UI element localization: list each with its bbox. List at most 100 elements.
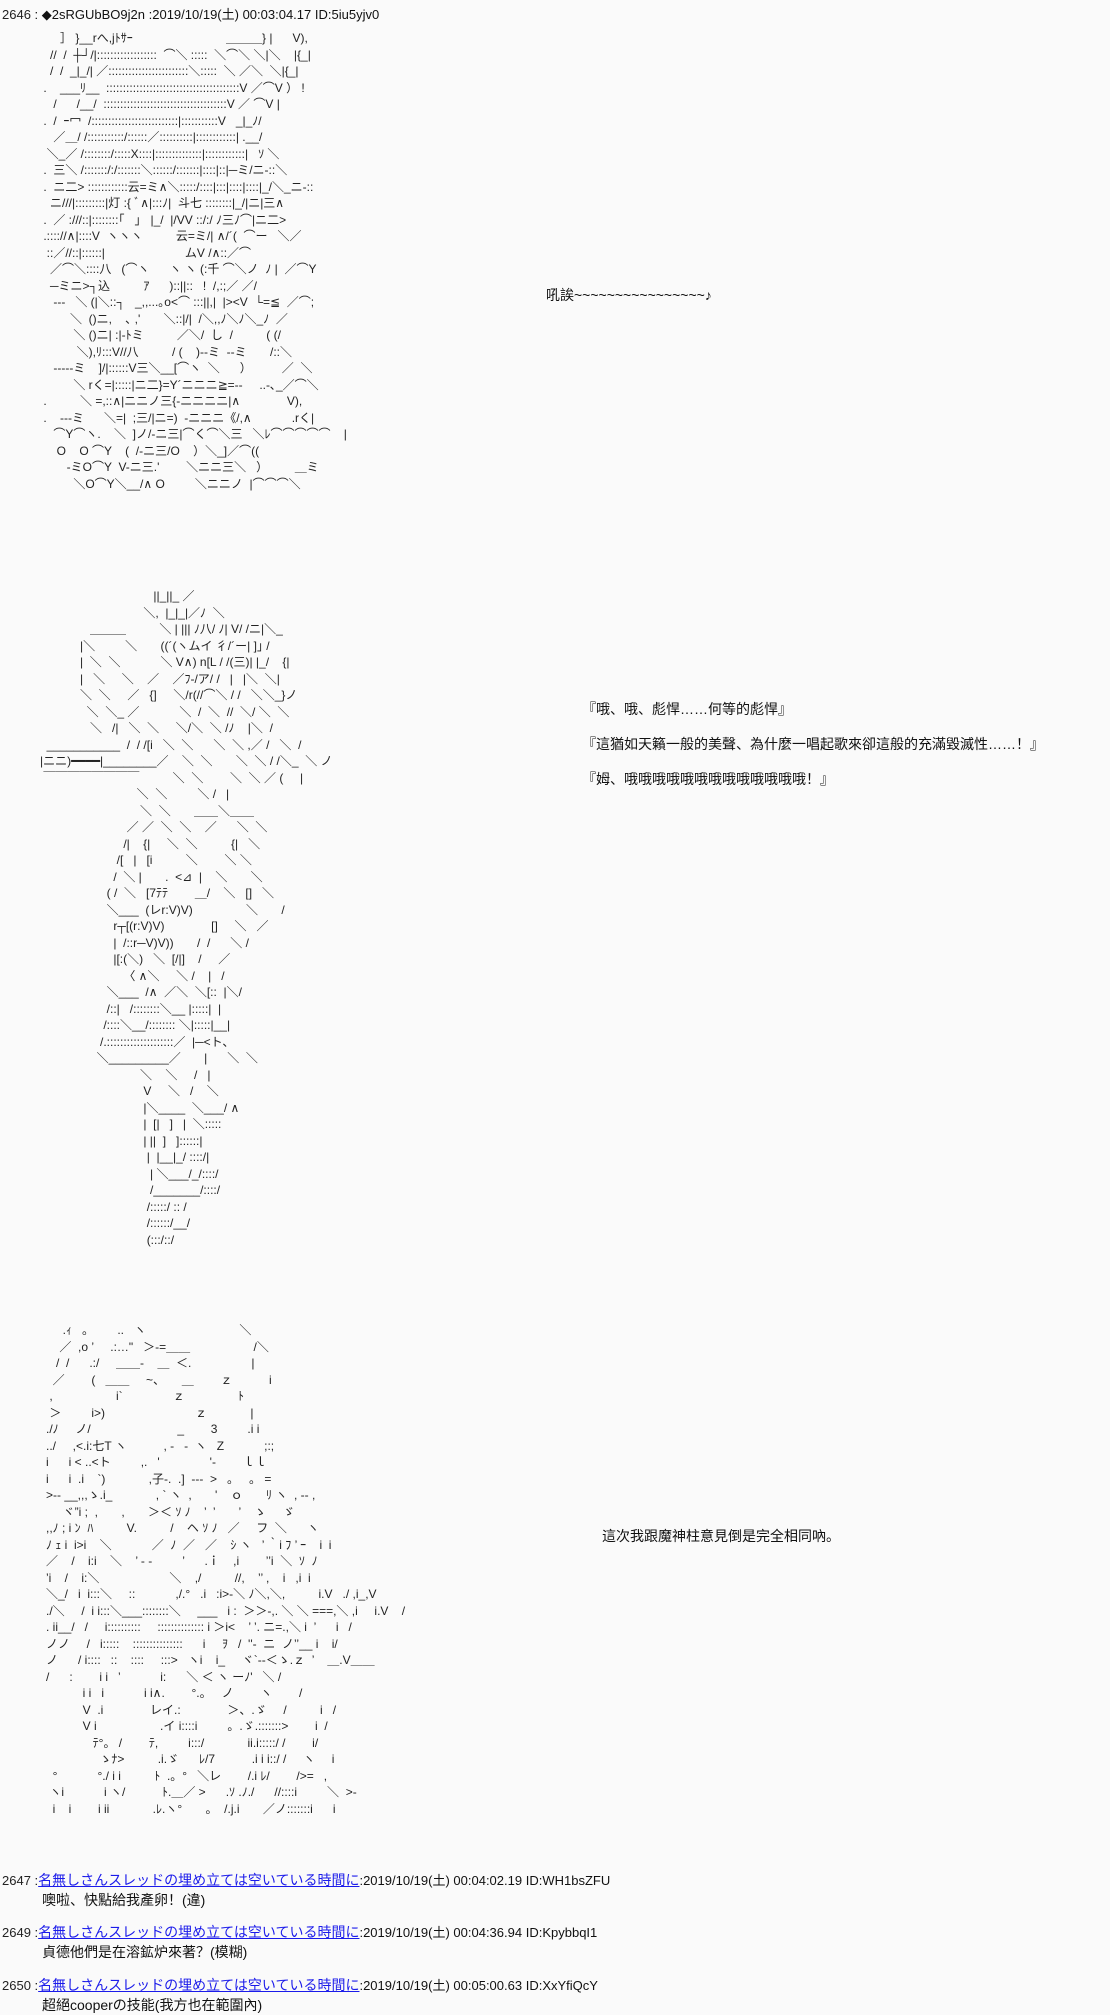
ascii-art-line: ヽi i ヽ/ ﾄ.＿／ > .ｿ .ﾉ./ //::::i ＼ >- xyxy=(36,1785,357,1799)
ascii-art-line: | [| ] | ＼::::: xyxy=(40,1117,222,1131)
poster-name-link[interactable]: 名無しさんスレッドの埋め立ては空いている時間に xyxy=(38,1872,360,1888)
post-date: :2019/10/19(土) 00:03:04.17 xyxy=(148,7,312,22)
ascii-art-line: ＼_/ i i:::＼ :: ,/.° .i :i>-＼ ﾉ＼,＼, i.V .… xyxy=(36,1587,377,1601)
ascii-art-line: ’i / i:＼ ＼ ,/ //, ’’ , i ,i i xyxy=(36,1570,311,1585)
ascii-art-line: /::::＼__/:::::::: ＼|:::::|__| xyxy=(40,1018,231,1032)
ascii-art-line: // / ┼┘/|:::::::::::::::::: ⌒＼ ::::: ＼⌒＼… xyxy=(40,47,311,62)
post-2650: 2650 :名無しさんスレッドの埋め立ては空いている時間に:2019/10/19… xyxy=(2,1975,598,2015)
post-number: 2650 xyxy=(2,1978,31,1993)
ascii-art-line: . ___ﾘ__ :::::::::::::::::::::::::::::::… xyxy=(40,80,305,95)
post-body: 貞德他們是在溶鉱炉來著？(模糊) xyxy=(42,1944,248,1960)
poster-name-link[interactable]: 名無しさんスレッドの埋め立ては空いている時間に xyxy=(38,1924,360,1940)
ascii-art-line: ＼_／ /::::::::/:::::X::::|::::::::::::::|… xyxy=(40,146,280,161)
ascii-art-line: . / ｰ冖 /::::::::::::::::::::::::::|:::::… xyxy=(40,113,262,128)
ascii-art-line: ﾃ°。 / ﾃ, i:::/ ii.i:::::/ / i/ xyxy=(36,1735,319,1750)
ascii-art-line: | ＼___/_/::::/ xyxy=(40,1166,219,1181)
ascii-art-line: r┬[(r:V)V) [] ＼ ／ xyxy=(40,919,269,933)
ascii-art-line: |ニニ)━━━━|________／ ＼ ＼ ＼ ＼ / /＼_ ＼ ノ xyxy=(40,754,333,768)
ascii-art-line: ＼ ＼ ＼ / | xyxy=(40,787,230,801)
ascii-art-line: ＼ ＼_ ／ ＼ / ＼ // ＼/ ＼ ＼ xyxy=(40,704,290,719)
post-number: 2649 xyxy=(2,1925,31,1940)
post-number: 2646 xyxy=(2,7,31,22)
ascii-art-line: ／⌒＼::::八 (⌒ヽ ヽ ヽ (:千 ⌒＼ノ ﾉ | ／⌒Y xyxy=(40,262,317,276)
post-number: 2647 xyxy=(2,1873,31,1888)
post-id: ID:5iu5yjv0 xyxy=(314,7,380,22)
ascii-art-line: ./＼ / i i:::＼___::::::::＼ ___ i : ＞＞-,. … xyxy=(36,1603,406,1618)
ascii-art-line: 〈 ∧＼ ＼ / | / xyxy=(40,968,225,983)
ascii-art-line: ＼O⌒Y＼__/∧ O ＼ニニノ |⌒⌒⌒＼ xyxy=(40,476,301,491)
ascii-art-line: ( / ＼ [7ﾃﾃ ＿/ ＼ [] ＼ xyxy=(40,886,275,900)
ascii-art-line: (:::/::/ xyxy=(40,1232,175,1247)
ascii-art-line: --- ＼ (|＼::┐ _,,...｡o<⌒ :::||,| |><V └=≦… xyxy=(40,295,315,309)
ascii-art-line: ゝﾅ> .i.ゞ ﾚ/7 .i i i::/ / ヽ i xyxy=(36,1752,335,1766)
ascii-art-line: V ＼ / ＼ xyxy=(40,1084,219,1098)
ascii-art-line: >-- __,,,ゝ.i_ , ` ヽ , ' ｏ ﾘ ヽ , -- , xyxy=(36,1488,316,1502)
post-body: 超絕cooperの技能(我方也在範圍內) xyxy=(42,1997,263,2013)
separator: : xyxy=(30,1873,39,1888)
ascii-art-scene-1: ］ }__rへ,jﾄｻｰ ＿＿＿} | V), // / ┼┘/|:::::::… xyxy=(40,30,347,492)
dialogue-line: 『這猶如天籟一般的美聲、為什麼一唱起歌來卻這般的充滿毀滅性……！』 xyxy=(582,736,1044,752)
ascii-art-line: . 三＼ /:::::::/:/:::::::＼::::::/:::::::|:… xyxy=(40,163,288,177)
post-date: :2019/10/19(土) 00:04:02.19 xyxy=(359,1873,523,1888)
ascii-art-line: ＿＿＿ ＼ | ||| ﾉ八/ ﾉ| V/ /ニ|＼_ xyxy=(40,622,283,636)
ascii-art-line: | || ] ]::::::| xyxy=(40,1133,203,1148)
ascii-art-line: -----ミ ]/|::::::V三＼__[⌒ヽ ＼ ） ／ ＼ xyxy=(40,361,313,375)
ascii-art-line: |＼____ ＼___/ ∧ xyxy=(40,1100,240,1115)
separator: : xyxy=(30,7,39,22)
poster-name-link[interactable]: 名無しさんスレッドの埋め立ては空いている時間に xyxy=(38,1977,360,1993)
ascii-art-line: . ＼ =,::∧|ニニノ三{-ニニニニ|∧ V), xyxy=(40,394,303,408)
ascii-art-line: ／＿/ /:::::::::::/::::::／::::::::::|:::::… xyxy=(40,130,263,144)
ascii-art-line: |＼ ＼ ((´(ヽムイ 彳/´ー| ]｣ / xyxy=(40,638,270,653)
ascii-art-line: | ＼ ＼ ＼ V∧) n[L / /(三)| |_/ {| xyxy=(40,655,290,669)
ascii-art-line: / / .:/ ＿＿- ＿ ＜. | xyxy=(36,1356,255,1370)
ascii-art-line: i i < ..<ト ,. ' '- ｌｌ xyxy=(36,1455,267,1469)
post-2649: 2649 :名無しさんスレッドの埋め立ては空いている時間に:2019/10/19… xyxy=(2,1922,597,1962)
ascii-art-line: .ｨ 。 .. ヽ ＼ xyxy=(36,1323,252,1337)
ascii-art-line: ° °./ i i ﾄ .。° ＼レ /.i ﾚ/ />= , xyxy=(36,1768,328,1783)
ascii-art-scene-3: .ｨ 。 .. ヽ ＼ ／ ,o ’ .:…" ＞-=＿＿ /＼ / / .:/… xyxy=(36,1322,405,1817)
ascii-art-line: ＼_________／ | ＼ ＼ xyxy=(40,1051,258,1065)
ascii-art-line: ||_||_ ／ xyxy=(40,589,195,603)
ascii-art-line: . ／ :///::|::::::::｢ ｣ |_/ |/VV ::/:/ ﾉ三… xyxy=(40,212,287,227)
ascii-art-line: ___________ / / /[i ＼ ＼ ＼ ＼ ,／ / ＼ / xyxy=(40,737,302,752)
ascii-art-line: ─ミニ>┐込 ｱ )::||:: ! /,:;／ ／/ xyxy=(40,278,257,293)
ascii-art-line: /[ | [i ＼ ＼ ＼ xyxy=(40,853,252,867)
ascii-art-line: . ---ミ ＼=| ;三/|ニ=) -ニニニ《/,∧ .rく| xyxy=(40,410,315,425)
ascii-art-line: ＼___ (レr:V)V) ＼ / xyxy=(40,902,285,917)
ascii-art-line: ./ﾉ ノ/ _ 3 .i i xyxy=(36,1422,260,1436)
dialogue-line: 『哦、哦、彪悍……何等的彪悍』 xyxy=(582,701,792,717)
ascii-art-line: ／ ,o ’ .:…" ＞-=＿＿ /＼ xyxy=(36,1339,269,1354)
ascii-art-line: /_______/::::/ xyxy=(40,1183,221,1197)
ascii-art-line: . ニ二> ::::::::::::云=ミ∧＼:::::/::::|:::|::… xyxy=(40,179,314,194)
ascii-art-line: ⌒Y⌒ヽ. ＼ ]ノ/-ニ三|⌒く⌒＼三 ＼ﾚ⌒⌒⌒⌒⌒ | xyxy=(40,427,347,441)
post-id: ID:KpybbqI1 xyxy=(525,1925,598,1940)
dialogue-line: 這次我跟魔神柱意見倒是完全相同吶。 xyxy=(602,1528,840,1544)
post-date: :2019/10/19(土) 00:04:36.94 xyxy=(359,1925,523,1940)
ascii-art-line: ノノ / i::::: ::::::::::::::: i ｦ / ''- ニ … xyxy=(36,1636,338,1651)
ascii-art-line: ＞ i>) ｚ | xyxy=(36,1405,254,1420)
poster-trip: ◆2sRGUbBO9j2n xyxy=(41,7,145,22)
ascii-art-line: -ミO⌒Y V-ニ三.' ＼ニニ三＼ ） ＿ミ xyxy=(40,460,319,474)
ascii-art-line: ＼),ﾘ:::V//八 / ( )--ミ --ミ /::＼ xyxy=(40,344,293,359)
ascii-art-line: / : i i ’ i: ＼ ＜ ヽ ーﾉ' ＼ / xyxy=(36,1669,282,1684)
ascii-art-line: O O ⌒Y ( /-ニ三/O ）＼_]／⌒(( xyxy=(40,443,260,458)
ascii-art-line: / ＼ | . <⊿ | ＼ ＼ xyxy=(40,869,263,884)
ascii-art-line: ＼ /| ＼ ＼ ＼/＼ ＼ /ﾉ |＼ / xyxy=(40,721,273,735)
ascii-art-line: ヾ”i ; , , ＞＜ ｿ ﾉ ’ ’ ’ ゝ ゞ xyxy=(36,1504,295,1519)
post-date: :2019/10/19(土) 00:05:00.63 xyxy=(359,1978,523,1993)
ascii-art-line: .:::://∧|::::V ヽヽヽ 云=ミ/| ∧/´( ⌒ー ＼／ xyxy=(40,229,302,243)
ascii-art-line: /| {| ＼ ＼ {| ＼ xyxy=(40,836,261,851)
ascii-art-line: ／ / i:i ＼ ’ ‐ ‐ ’ .ｉ ,i ’’i ＼ ｿ ﾉ xyxy=(36,1554,318,1568)
ascii-art-line: V .i レイ.: ＞、.ゞ / i / xyxy=(36,1702,337,1717)
ascii-art-line: . ii__/ / i:::::::::: :::::::::::::: i ＞… xyxy=(36,1620,352,1634)
ascii-art-line: ／ ／ ＼ ＼ ／ ＼ ＼ xyxy=(40,820,268,834)
ascii-art-line: i i i i i∧. °.。 ノ ヽ / xyxy=(36,1686,303,1700)
ascii-art-line: ＼ ()ニ, ､ ,' ＼::|/| /＼,,ﾉ＼ﾉ＼_ﾉ ／ xyxy=(40,311,288,326)
ascii-art-line: / / _|_/| ／::::::::::::::::::::::::＼::::… xyxy=(40,64,299,78)
post-2647: 2647 :名無しさんスレッドの埋め立ては空いている時間に:2019/10/19… xyxy=(2,1870,610,1910)
ascii-art-line: ノ / i:::: :: :::: :::> ヽi i_ ヾ`--＜ゝ.ｚ ’ … xyxy=(36,1653,375,1667)
ascii-art-line: ］ }__rへ,jﾄｻｰ ＿＿＿} | V), xyxy=(40,31,308,45)
ascii-art-line: ニ///|:::::::::|灯 :{ ﾞ∧|:::ﾉ| 斗七 ::::::::… xyxy=(40,196,285,210)
ascii-art-line: ＼ ＼ ＿＿＼＿＿ xyxy=(40,803,255,818)
ascii-art-line: ／ ( ＿＿ ~、 ＿ ｚ i xyxy=(36,1372,272,1387)
